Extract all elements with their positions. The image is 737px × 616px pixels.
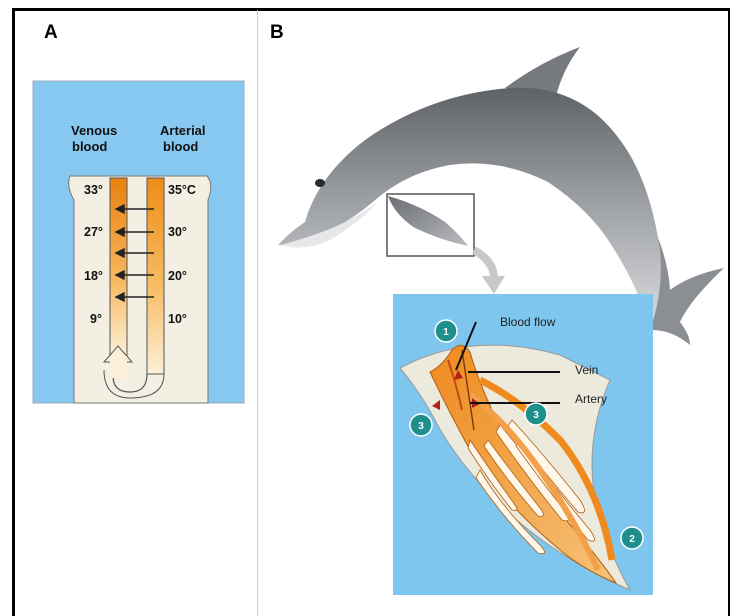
marker-3-left: 3 — [410, 414, 432, 436]
arterial-label-line2: blood — [163, 139, 198, 154]
zoom-arrow — [474, 250, 494, 280]
marker-2: 2 — [621, 527, 643, 549]
venous-temp-27: 27° — [84, 225, 103, 239]
arterial-temp-35: 35°C — [168, 183, 196, 197]
arterial-temp-30: 30° — [168, 225, 187, 239]
dolphin-eye — [315, 179, 325, 187]
vein-label: Vein — [575, 363, 598, 377]
arterial-label-line1: Arterial — [160, 123, 206, 138]
artery-label: Artery — [575, 392, 607, 406]
arterial-temp-10: 10° — [168, 312, 187, 326]
blood-flow-label: Blood flow — [500, 315, 556, 329]
arterial-temp-20: 20° — [168, 269, 187, 283]
dolphin-flipper — [388, 196, 468, 246]
arterial-vessel — [147, 178, 164, 374]
svg-text:3: 3 — [533, 410, 539, 421]
venous-temp-9: 9° — [90, 312, 102, 326]
venous-temp-33: 33° — [84, 183, 103, 197]
venous-label-line1: Venous — [71, 123, 117, 138]
svg-text:2: 2 — [629, 534, 635, 545]
svg-text:1: 1 — [443, 327, 449, 338]
limb-outline — [69, 176, 211, 403]
dolphin-body — [278, 88, 661, 330]
marker-3-right: 3 — [525, 403, 547, 425]
svg-text:3: 3 — [418, 421, 424, 432]
venous-label-line2: blood — [72, 139, 107, 154]
marker-1: 1 — [435, 320, 457, 342]
venous-temp-18: 18° — [84, 269, 103, 283]
